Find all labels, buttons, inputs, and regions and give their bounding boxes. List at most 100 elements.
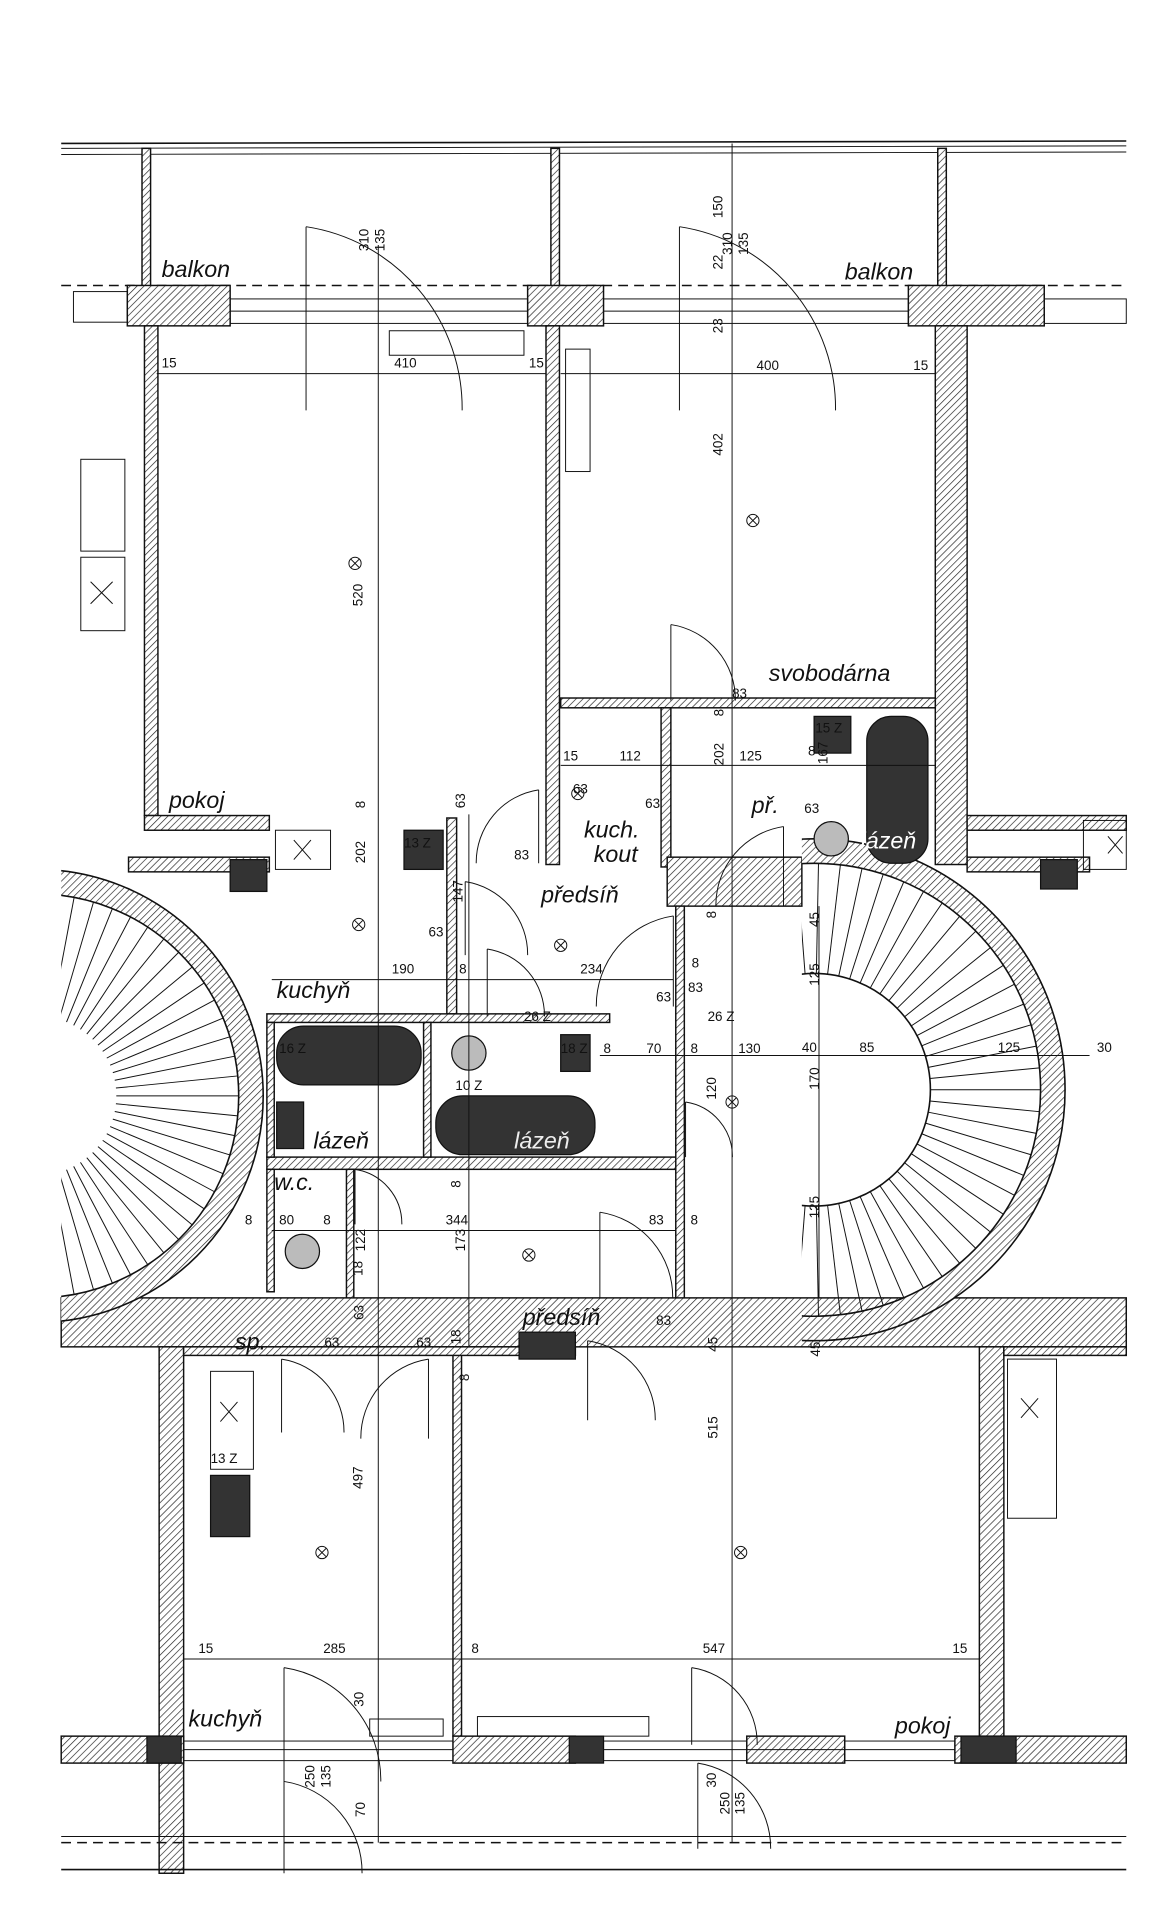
dimension-label: 15 xyxy=(162,355,177,370)
dimension-label: 135 xyxy=(732,1792,747,1814)
dimension-label: 30 xyxy=(1097,1040,1112,1055)
dimension-label: 13 Z xyxy=(404,835,431,850)
dimension-label: 135 xyxy=(319,1765,334,1787)
door-swing xyxy=(464,881,529,956)
light-point-icon xyxy=(554,938,568,952)
stair-tread xyxy=(929,1100,1040,1113)
dimension-lines xyxy=(156,143,1090,1843)
door-swing xyxy=(475,789,540,864)
stair-tread xyxy=(61,897,75,969)
stair-tread xyxy=(928,1111,1037,1134)
facade-wall-top xyxy=(72,284,1127,327)
dimension-label: 83 xyxy=(649,1212,664,1227)
stair-tread xyxy=(66,1169,113,1284)
dimension-label: 8 xyxy=(704,911,719,918)
dimension-label: 83 xyxy=(656,1313,671,1328)
door-swing xyxy=(595,915,674,1007)
dimension-label: 120 xyxy=(704,1077,719,1099)
door-swing xyxy=(486,948,545,1017)
dimension-label: 83 xyxy=(688,980,703,995)
stair-tread xyxy=(80,926,149,1030)
dimension-label: 135 xyxy=(372,229,387,251)
door-swing xyxy=(354,1168,403,1225)
dimension-label: 83 xyxy=(514,848,529,863)
stair-tread xyxy=(888,1178,961,1264)
stair-tread xyxy=(106,1133,215,1193)
dimension-label: 63 xyxy=(324,1335,339,1350)
stair-tread xyxy=(929,1067,1040,1079)
dimension-label: 125 xyxy=(807,1196,822,1218)
stair-tread xyxy=(102,1139,205,1210)
door-swing xyxy=(281,1358,345,1433)
dimension-label: 497 xyxy=(350,1466,365,1488)
room-label-balkon-left: balkon xyxy=(162,256,231,282)
stair-tread xyxy=(928,1045,1037,1068)
door-swing xyxy=(587,1340,656,1421)
dimension-label: 63 xyxy=(453,793,468,808)
door-swing xyxy=(670,624,736,701)
dimension-label: 8 xyxy=(471,1641,478,1656)
stair-tread xyxy=(838,868,863,977)
dimension-label: 15 xyxy=(198,1641,213,1656)
dimension-label: 8 xyxy=(690,1041,697,1056)
door-swing xyxy=(715,826,784,907)
room-label-wc: w.c. xyxy=(274,1169,314,1195)
room-label-sp: sp. xyxy=(235,1328,266,1354)
light-point-icon xyxy=(746,513,760,528)
door-swing xyxy=(599,1211,674,1298)
dimension-label: 22 xyxy=(710,255,725,270)
dimension-label: 70 xyxy=(353,1802,368,1817)
dimension-label: 26 Z xyxy=(524,1009,551,1024)
bathtubs xyxy=(209,715,929,1538)
dimension-label: 547 xyxy=(703,1641,725,1656)
stair-tread xyxy=(916,983,1015,1036)
dimension-label: 80 xyxy=(279,1212,294,1227)
dimension-label: 45 xyxy=(808,1342,823,1357)
light-point-icon xyxy=(734,1545,748,1560)
dimension-label: 8 xyxy=(353,801,368,808)
dimension-label: 63 xyxy=(656,990,671,1005)
stair-tread xyxy=(849,1200,884,1306)
stair-tread xyxy=(921,1133,1024,1176)
door-swing xyxy=(283,1667,382,1782)
dimension-label: 8 xyxy=(604,1041,611,1056)
dimension-label: 410 xyxy=(394,355,416,370)
dimension-label: 30 xyxy=(704,1773,719,1788)
stair-tread xyxy=(109,1017,224,1066)
stair-tread xyxy=(921,1003,1024,1047)
dimension-label: 130 xyxy=(738,1041,760,1056)
dimension-label: 85 xyxy=(859,1040,874,1055)
door-swing xyxy=(697,1762,772,1849)
light-point-icon xyxy=(315,1545,329,1560)
dimension-label: 250 xyxy=(303,1765,318,1787)
dimension-label: 167 xyxy=(816,742,831,764)
dimension-label: 202 xyxy=(712,743,727,765)
dimension-label: 63 xyxy=(416,1335,431,1350)
dimension-label: 23 xyxy=(710,318,725,333)
dimension-label: 310 xyxy=(720,232,735,254)
stair-tread xyxy=(44,1175,55,1297)
dimension-label: 16 Z xyxy=(279,1041,306,1056)
dimension-label: 63 xyxy=(804,801,819,816)
facade-wall-bottom xyxy=(60,1735,1128,1871)
stair-tread xyxy=(109,1126,224,1175)
stair-tread xyxy=(92,951,180,1040)
stair-tread xyxy=(925,1122,1032,1156)
stair-tread xyxy=(916,1143,1015,1196)
stair-tread xyxy=(97,966,193,1046)
dimension-label: 285 xyxy=(323,1641,345,1656)
dimension-label: 125 xyxy=(998,1040,1020,1055)
stair-tread xyxy=(92,1152,180,1240)
dimension-label: 202 xyxy=(353,841,368,863)
stair-tread xyxy=(827,1205,841,1315)
stair-tread xyxy=(102,982,205,1052)
staircase-left xyxy=(44,869,264,1322)
stair-tread xyxy=(775,1204,794,1313)
stair-tread xyxy=(896,1170,977,1249)
door-swing xyxy=(360,1358,429,1439)
stair-tread xyxy=(888,915,961,1001)
dimension-label: 15 xyxy=(563,748,578,763)
stair-tread xyxy=(896,930,977,1009)
stair-tread xyxy=(106,999,215,1059)
